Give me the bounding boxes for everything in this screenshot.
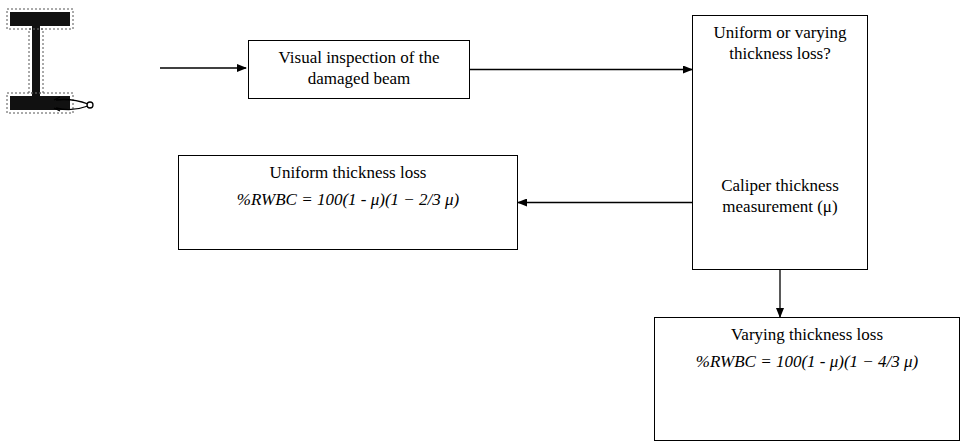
result-box: Varying thickness loss %RWBC = 100(1 - μ)… [654,317,960,441]
node-heading: Varying thickness loss [663,324,951,345]
result-box: Uniform thickness loss %RWBC = 100(1 - μ)… [178,155,518,250]
flow-arrow [470,69,692,70]
input-arrow [160,67,246,68]
formula-text: %RWBC = 100(1 - μ)(1 − 4/3 μ) [663,351,951,372]
flow-arrow [779,270,780,317]
inspection-box: Visual inspection of the damaged beam [248,40,470,99]
caliper-tool [54,97,93,111]
formula-text: %RWBC = 100(1 - μ)(1 − 2/3 μ) [187,189,509,210]
decision-box: Uniform or varying thickness loss? Calipe… [692,15,868,270]
node-heading: Visual inspection of the damaged beam [257,47,461,90]
flow-arrow [518,202,692,203]
i-beam [7,9,73,113]
node-text: Caliper thickness measurement (μ) [701,175,859,218]
node-heading: Uniform or varying thickness loss? [701,22,859,65]
node-heading: Uniform thickness loss [187,162,509,183]
